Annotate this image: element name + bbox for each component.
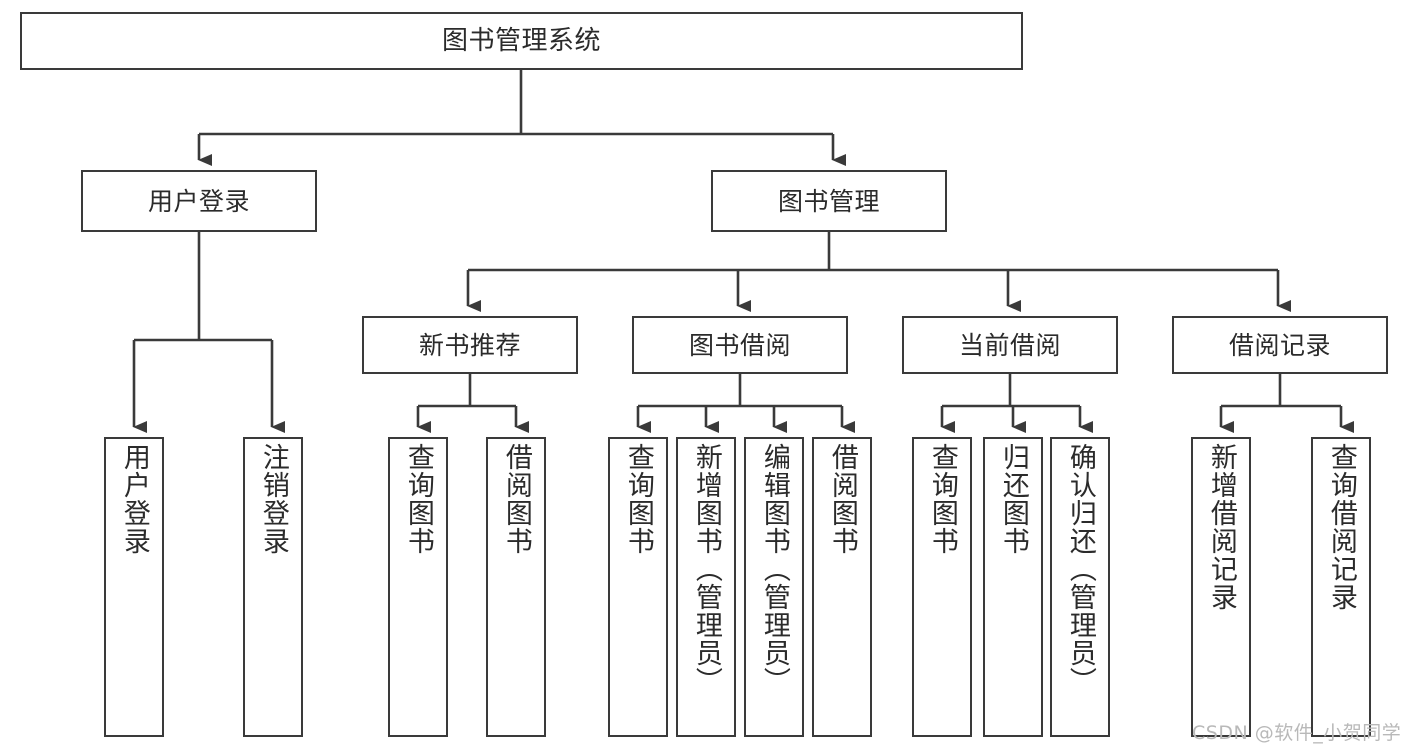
node-leaf-borrow-book-rec-label: 借阅图书: [500, 443, 532, 555]
node-leaf-query-record[interactable]: 查询借阅记录: [1311, 437, 1371, 737]
node-leaf-query-record-label: 查询借阅记录: [1325, 443, 1357, 611]
node-borrow-record-label: 借阅记录: [1228, 330, 1331, 360]
node-leaf-user-login[interactable]: 用户登录: [104, 437, 164, 737]
node-leaf-borrow-book[interactable]: 借阅图书: [812, 437, 872, 737]
node-current-borrow-label: 当前借阅: [958, 330, 1061, 360]
node-leaf-borrow-book-label: 借阅图书: [826, 443, 858, 555]
node-leaf-logout-label: 注销登录: [257, 443, 289, 555]
node-leaf-add-book-label: 新增图书（管理员）: [690, 443, 722, 695]
node-leaf-logout[interactable]: 注销登录: [243, 437, 303, 737]
node-user-login[interactable]: 用户登录: [81, 170, 317, 232]
node-leaf-query-book-rec[interactable]: 查询图书: [388, 437, 448, 737]
node-leaf-query-book-borrow-label: 查询图书: [622, 443, 654, 555]
node-book-manage[interactable]: 图书管理: [711, 170, 947, 232]
node-leaf-add-record-label: 新增借阅记录: [1205, 443, 1237, 611]
node-new-book-recommend[interactable]: 新书推荐: [362, 316, 578, 374]
node-leaf-return-book[interactable]: 归还图书: [983, 437, 1043, 737]
node-leaf-query-book-rec-label: 查询图书: [402, 443, 434, 555]
node-leaf-user-login-label: 用户登录: [118, 443, 150, 555]
node-current-borrow[interactable]: 当前借阅: [902, 316, 1118, 374]
node-leaf-confirm-return[interactable]: 确认归还（管理员）: [1050, 437, 1110, 737]
node-leaf-confirm-return-label: 确认归还（管理员）: [1064, 443, 1096, 695]
node-leaf-edit-book[interactable]: 编辑图书（管理员）: [744, 437, 804, 737]
node-root-label: 图书管理系统: [441, 25, 601, 56]
node-leaf-query-book-cur[interactable]: 查询图书: [912, 437, 972, 737]
node-book-manage-label: 图书管理: [777, 186, 880, 216]
node-leaf-add-record[interactable]: 新增借阅记录: [1191, 437, 1251, 737]
node-borrow-record[interactable]: 借阅记录: [1172, 316, 1388, 374]
node-book-borrow-label: 图书借阅: [688, 330, 791, 360]
node-book-borrow[interactable]: 图书借阅: [632, 316, 848, 374]
node-leaf-query-book-borrow[interactable]: 查询图书: [608, 437, 668, 737]
node-leaf-borrow-book-rec[interactable]: 借阅图书: [486, 437, 546, 737]
node-new-book-recommend-label: 新书推荐: [418, 330, 521, 360]
node-leaf-edit-book-label: 编辑图书（管理员）: [758, 443, 790, 695]
watermark-credit: CSDN @软件_小贺同学: [1192, 722, 1402, 744]
node-user-login-label: 用户登录: [147, 186, 250, 216]
node-root[interactable]: 图书管理系统: [20, 12, 1023, 70]
node-leaf-add-book[interactable]: 新增图书（管理员）: [676, 437, 736, 737]
node-leaf-return-book-label: 归还图书: [997, 443, 1029, 555]
node-leaf-query-book-cur-label: 查询图书: [926, 443, 958, 555]
